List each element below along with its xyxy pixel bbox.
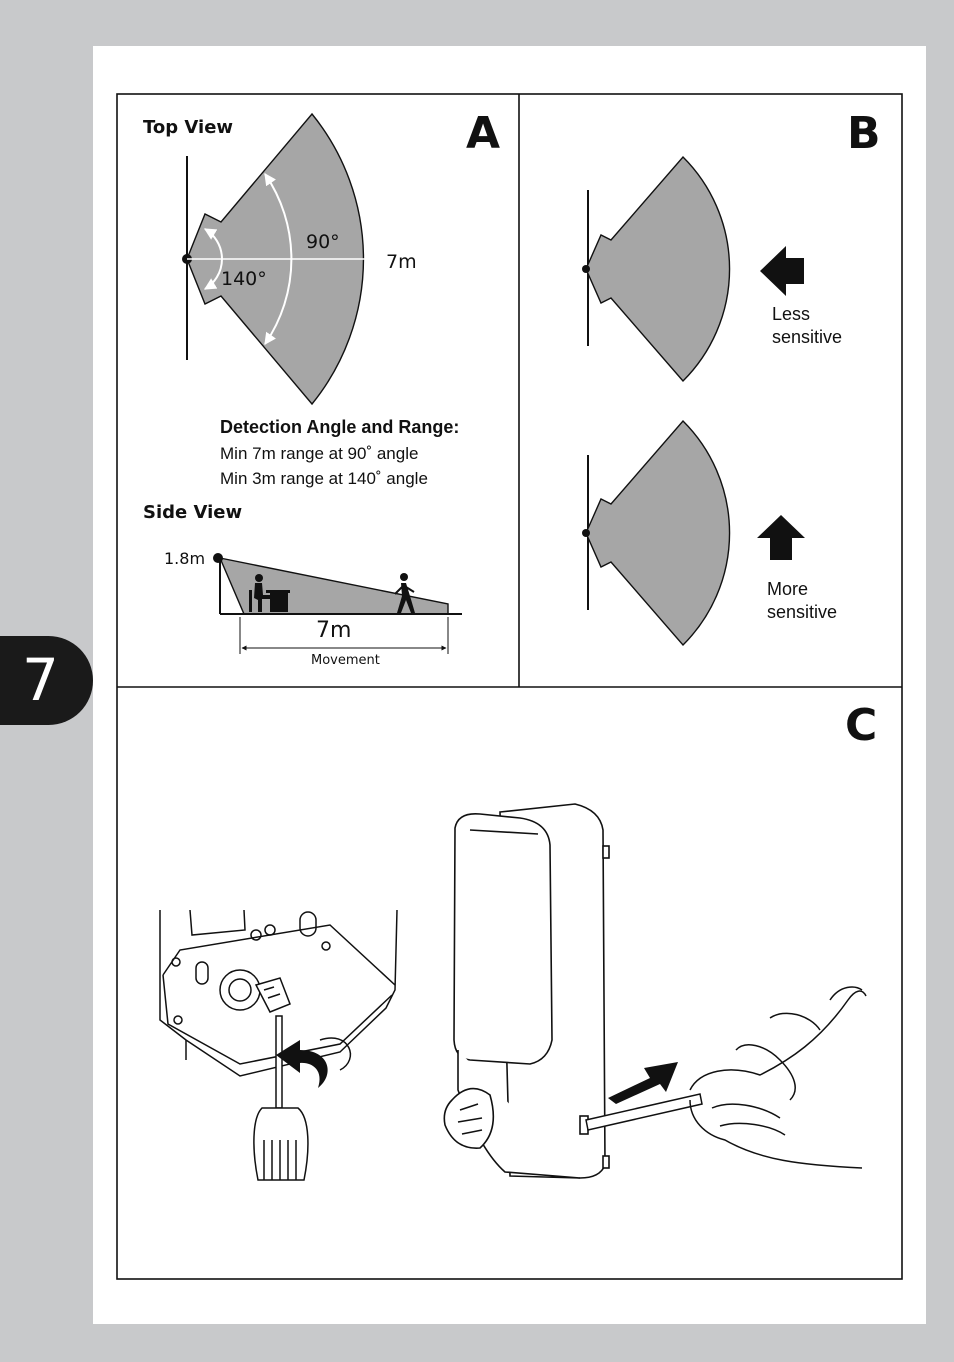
rotate-arrow-icon [276, 1040, 328, 1088]
more-label-1: More [767, 579, 808, 599]
hand-illustration [689, 986, 867, 1169]
less-label-1: Less [772, 304, 810, 324]
side-sensor-dot [213, 553, 223, 563]
panel-frames [116, 93, 903, 1280]
side-range-label: 7m [316, 618, 351, 643]
sensor-dot-b2 [582, 529, 590, 537]
sensor-dot-b1 [582, 265, 590, 273]
page-number-tab: 7 [0, 636, 93, 725]
more-sensitive-zone [585, 419, 731, 647]
up-arrow-icon [757, 515, 805, 560]
detection-title: Detection Angle and Range: [220, 417, 459, 437]
angle-140-arrow [203, 228, 223, 290]
panel-a: Top View A 90° 140° 7m Detection Angle a… [143, 108, 500, 668]
panel-c-letter: C [845, 700, 877, 751]
seated-person-icon [249, 574, 290, 612]
more-label-2: sensitive [767, 602, 837, 622]
side-view-label: Side View [143, 502, 242, 523]
height-label: 1.8m [164, 549, 205, 568]
side-view-detection-zone [218, 557, 449, 615]
less-sensitive-zone [585, 155, 731, 383]
angle-90-arrow [264, 173, 293, 345]
panel-c: C [159, 700, 877, 1181]
left-arrow-icon [760, 246, 804, 296]
angle-140-label: 140° [221, 268, 267, 290]
push-arrow-icon [608, 1062, 678, 1104]
screwdriver-left-icon [253, 1015, 309, 1181]
detection-line-1: Min 7m range at 90˚ angle [220, 444, 418, 463]
page-number: 7 [22, 646, 59, 714]
screwdriver-right-icon [585, 1093, 703, 1131]
panel-b-letter: B [847, 108, 881, 159]
detection-line-2: Min 3m range at 140˚ angle [220, 469, 428, 488]
range-7m-label: 7m [386, 251, 417, 273]
less-label-2: sensitive [772, 327, 842, 347]
light-housing-illustration [443, 803, 610, 1179]
top-view-label: Top View [143, 117, 233, 138]
angle-90-label: 90° [306, 231, 340, 253]
walking-person-icon [394, 573, 415, 613]
movement-label: Movement [311, 653, 380, 668]
panel-a-letter: A [466, 108, 500, 159]
panel-b: B Less sensitive More sensitive [582, 108, 881, 647]
